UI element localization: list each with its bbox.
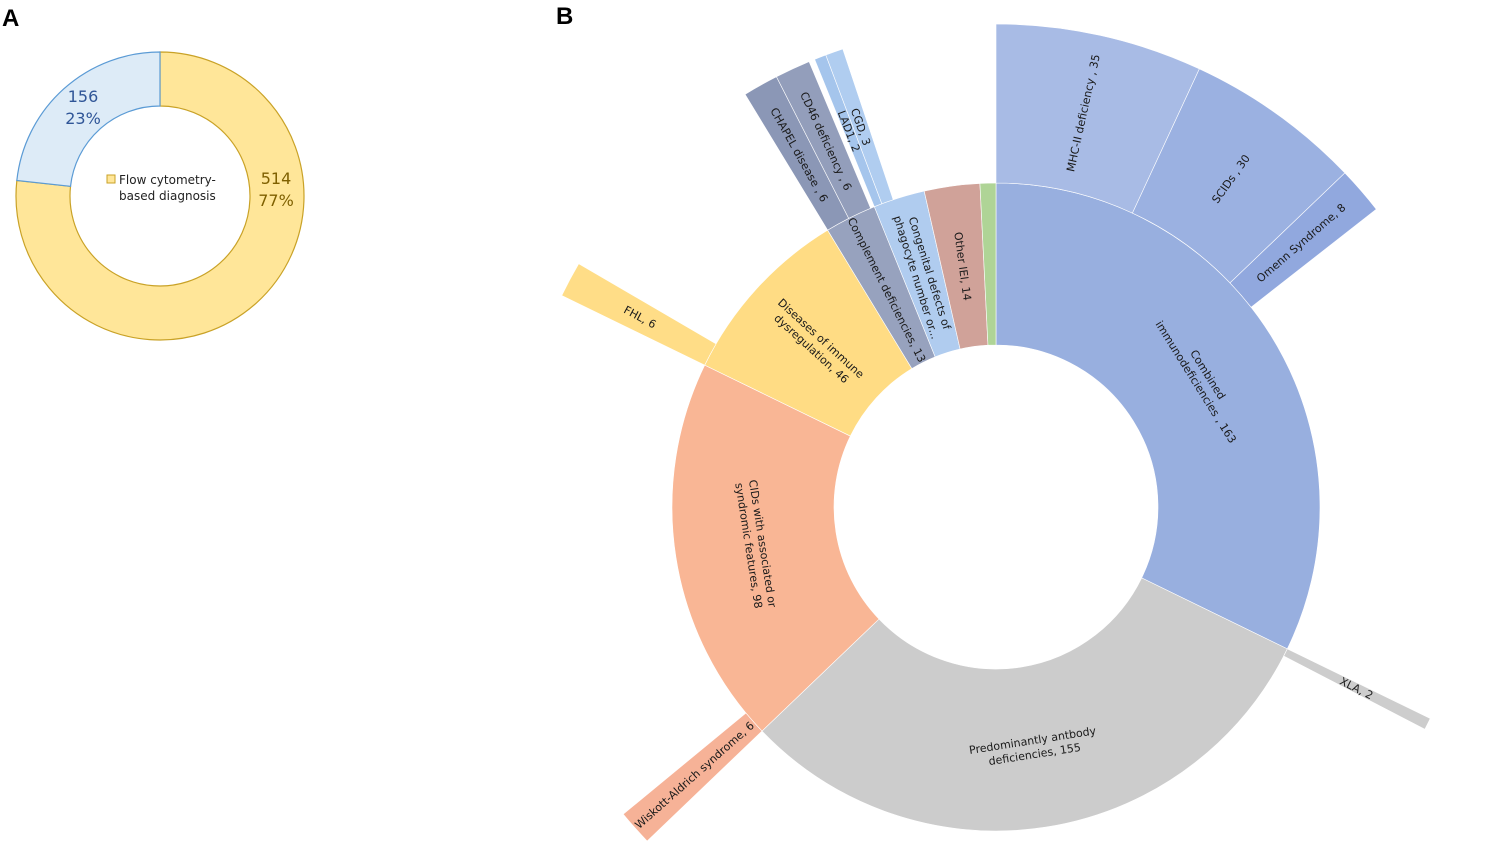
sunburst-inner-cids-with-associated-or-syndromic-features-98 [671,364,880,732]
sunburst-outer-cd46-deficiency-6 [776,61,872,219]
legend-label: Flow cytometry- [119,173,216,187]
panel-label-b: B [556,3,573,30]
sunburst-outer-label: Wiskott-Aldrich syndrome, 6 [633,719,757,832]
sunburst-outer-fhl-6 [561,263,717,366]
legend-label: based diagnosis [119,189,216,203]
donut-value-label: 156 [68,87,99,106]
sunburst-inner-predominantly-antbody-deficiencies-155 [761,577,1288,832]
sunburst-outer-xla-2 [1283,648,1431,730]
sunburst-outer-label: XLA, 2 [1338,675,1376,703]
sunburst-inner-segment [979,182,997,346]
sunburst-chart: Combinedimmunodeficiencies , 163Predomin… [561,23,1431,842]
donut-slice-514 [15,51,305,341]
donut-percent-label: 23% [65,109,101,128]
panel-label-a: A [2,5,19,32]
legend-swatch [106,174,116,184]
sunburst-outer-cgd-3 [825,48,894,205]
donut-chart: 514 77% 156 23% Flow cytometry-based diagnos… [15,51,305,341]
sunburst-outer-omenn-syndrome-8 [1229,172,1377,308]
donut-value-label: 514 [261,169,292,188]
donut-slice-156 [16,51,161,187]
sunburst-outer-wiskott-aldrich-syndrome-6 [622,712,763,842]
donut-percent-label: 77% [258,191,294,210]
